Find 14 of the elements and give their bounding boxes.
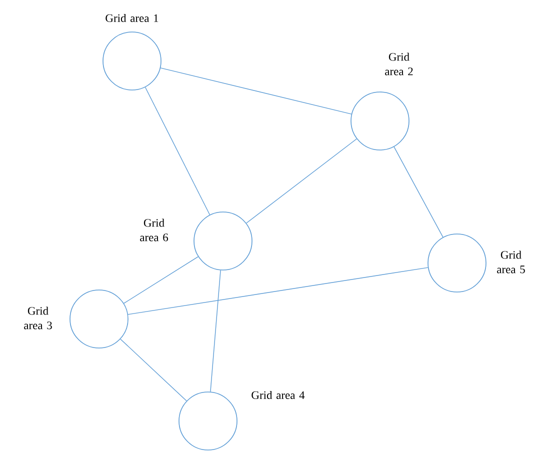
node-label: Grid area 4 <box>252 390 305 400</box>
connector-line <box>160 68 352 114</box>
node-label: Grid area 5 <box>497 250 525 274</box>
connector-line <box>128 267 428 315</box>
connector-line <box>120 338 187 402</box>
connector-line <box>394 146 444 238</box>
connector-line <box>246 138 357 224</box>
connector-line <box>210 270 221 392</box>
node-label: Grid area 1 <box>106 14 158 22</box>
node-label: Grid area 2 <box>385 52 413 76</box>
connector-line <box>124 256 198 304</box>
connector-line <box>144 86 210 216</box>
node-label: Grid area 3 <box>24 306 52 330</box>
node-label: Grid area 6 <box>140 218 168 242</box>
